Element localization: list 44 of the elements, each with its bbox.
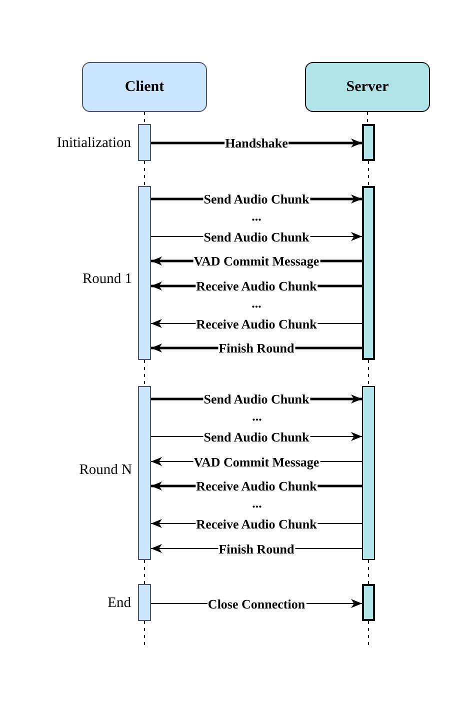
ellipsis-text: ... [252, 410, 262, 422]
message-label: Receive Audio Chunk [195, 517, 318, 530]
participant-box [305, 62, 430, 112]
participant-label: Client [124, 80, 164, 94]
message-label: Receive Audio Chunk [195, 317, 318, 330]
lifeline [368, 360, 369, 386]
participant-box [82, 62, 207, 112]
activation-bar [362, 186, 375, 360]
message-label: Handshake [224, 136, 289, 150]
ellipsis-text: ... [252, 210, 262, 222]
lifeline [144, 620, 145, 646]
activation-bar [362, 124, 375, 161]
lifeline [144, 560, 145, 584]
phase-label: End [108, 596, 131, 610]
ellipsis-text: ... [252, 496, 262, 510]
message-label: Close Connection [206, 597, 306, 610]
ellipsis-text: ... [252, 296, 262, 310]
message-label: Finish Round [218, 542, 296, 555]
lifeline [368, 160, 369, 186]
lifeline [367, 112, 368, 124]
message-label: Receive Audio Chunk [195, 480, 318, 492]
message-label: VAD Commit Message [192, 254, 320, 268]
lifeline [144, 112, 145, 124]
lifeline [368, 620, 369, 646]
phase-label: Round N [79, 462, 132, 478]
message-label: VAD Commit Message [192, 455, 320, 468]
lifeline [368, 560, 369, 584]
message-label: Finish Round [218, 342, 296, 354]
activation-bar [138, 584, 151, 621]
activation-bar [138, 186, 151, 360]
message-label: Send Audio Chunk [202, 392, 310, 406]
message-label: Receive Audio Chunk [195, 280, 318, 292]
message-label: Send Audio Chunk [202, 192, 310, 206]
message-label: Send Audio Chunk [202, 430, 310, 443]
phase-label: Round 1 [82, 272, 132, 286]
lifeline [144, 360, 145, 386]
activation-bar [362, 584, 375, 621]
phase-label: Initialization [56, 136, 131, 150]
message-label: Send Audio Chunk [202, 230, 310, 243]
activation-bar [138, 124, 151, 161]
activation-bar [362, 386, 375, 560]
participant-label: Server [346, 80, 389, 94]
activation-bar [138, 386, 151, 560]
lifeline [144, 160, 145, 186]
